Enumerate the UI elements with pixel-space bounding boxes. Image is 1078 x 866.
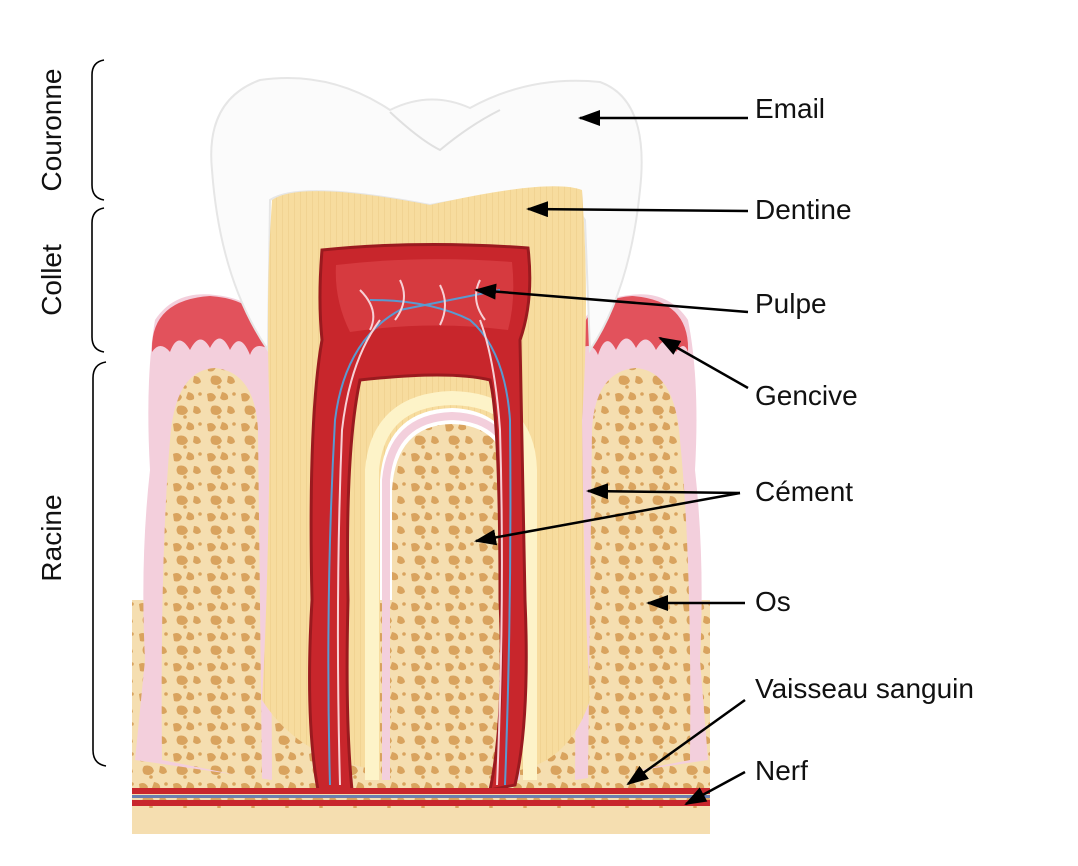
arrow-nerf [684, 770, 746, 806]
arrows [474, 110, 749, 806]
label-os: Os [755, 586, 791, 617]
enamel-ridge [389, 109, 501, 152]
enamel [210, 77, 643, 354]
gum-left [135, 294, 272, 780]
label-gencive: Gencive [755, 380, 858, 411]
arrow-pulpe [474, 283, 749, 314]
nerve-band [132, 788, 710, 806]
region-label-couronne: Couronne [36, 68, 67, 192]
pulp-vessels [327, 279, 512, 786]
label-nerf: Nerf [755, 755, 808, 786]
label-vaisseau-sanguin: Vaisseau sanguin [755, 673, 974, 704]
arrow-dentine [526, 201, 749, 218]
arrow-gencive [658, 336, 749, 390]
region-label-racine: Racine [36, 494, 67, 582]
brackets [91, 59, 107, 767]
gum-right [575, 294, 708, 780]
arrow-cement-2 [474, 491, 741, 546]
region-label-collet: Collet [36, 244, 67, 316]
label-dentine: Dentine [755, 194, 852, 225]
label-cement: Cément [755, 476, 854, 507]
arrow-cement-1 [586, 483, 741, 500]
cementum [365, 390, 537, 780]
label-pulpe: Pulpe [755, 288, 827, 319]
label-email: Email [755, 93, 826, 124]
inter-root-bone [392, 424, 510, 780]
arrow-vaisseau [626, 698, 746, 786]
